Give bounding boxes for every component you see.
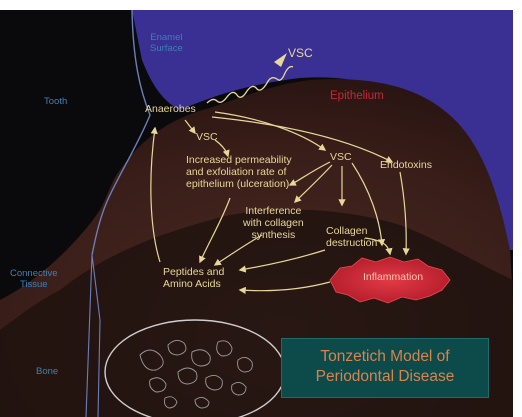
anaerobes-label: Anaerobes bbox=[145, 103, 196, 115]
title-box: Tonzetich Model of Periodontal Disease bbox=[281, 338, 489, 398]
inflammation-label: Inflammation bbox=[337, 271, 449, 283]
peptides-label: Peptides and Amino Acids bbox=[163, 266, 224, 290]
right-margin bbox=[513, 0, 522, 417]
permeability-label: Increased permeability and exfoliation r… bbox=[186, 154, 292, 190]
tooth-label: Tooth bbox=[44, 96, 67, 107]
vsc-left-label: VSC bbox=[196, 131, 218, 143]
vsc-top-label: VSC bbox=[288, 47, 313, 59]
enamel-surface-label: Enamel Surface bbox=[150, 32, 183, 54]
top-margin bbox=[0, 0, 522, 10]
diagram-title: Tonzetich Model of Periodontal Disease bbox=[282, 347, 488, 387]
vsc-mid-label: VSC bbox=[330, 151, 352, 163]
connective-tissue-label: Connective Tissue bbox=[10, 268, 58, 290]
endotoxins-label: Endotoxins bbox=[380, 159, 432, 171]
interference-label: Interference with collagen synthesis bbox=[243, 205, 304, 241]
epithelium-label: Epithelium bbox=[330, 90, 384, 102]
bone-label: Bone bbox=[36, 366, 58, 377]
collagen-destruction-label: Collagen destruction bbox=[326, 225, 377, 249]
